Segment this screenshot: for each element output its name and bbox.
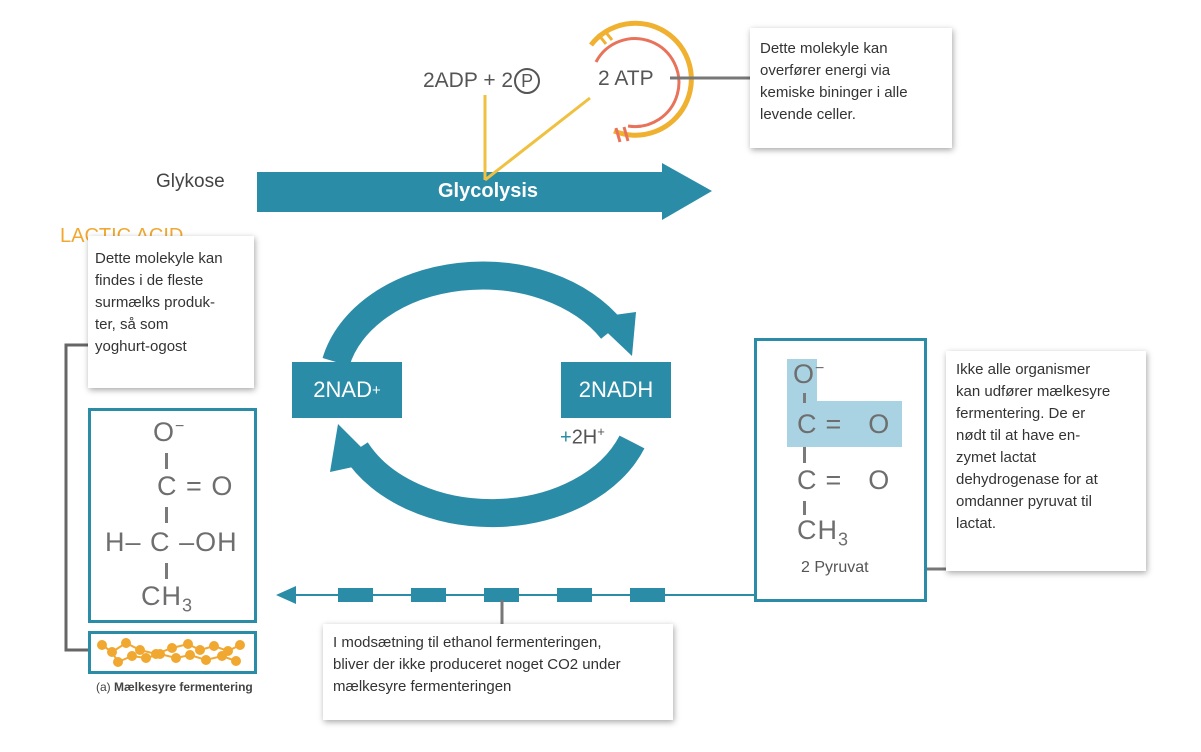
nadh-label: 2NADH bbox=[578, 377, 654, 402]
proton-label: +2H+ bbox=[560, 424, 605, 449]
pyruvate-highlight-2 bbox=[787, 401, 902, 447]
lactic-acid-structure: O− C = O H– C –OH CH3 bbox=[88, 408, 257, 623]
lactate-center: H– C –OH bbox=[105, 527, 238, 557]
lactate-methyl: CH3 bbox=[141, 581, 194, 616]
nad-box: 2NAD+ bbox=[292, 362, 402, 418]
proton-plus: + bbox=[560, 426, 572, 449]
co2-callout: I modsætning til ethanol fermenteringen,… bbox=[323, 624, 673, 720]
pyruvate-o-minus: O− bbox=[793, 359, 826, 389]
nad-cycle bbox=[322, 261, 645, 528]
adp-label: 2ADP + 2 bbox=[423, 69, 514, 92]
lactate-o-minus: O− bbox=[153, 417, 186, 447]
lactate-carbonyl: C = O bbox=[157, 471, 234, 501]
lactic-bracket bbox=[64, 343, 88, 652]
nad-label: 2NAD bbox=[313, 377, 372, 402]
pyruvate-label: 2 Pyruvat bbox=[801, 559, 869, 576]
pyruvate-methyl: CH3 bbox=[797, 515, 850, 550]
atp-connector-lines bbox=[483, 95, 591, 182]
pyruvate-c1: C=O bbox=[797, 409, 891, 439]
glucose-label: Glykose bbox=[156, 171, 225, 192]
pyruvate-structure: O− C=O C=O CH3 2 Pyruvat bbox=[754, 338, 927, 602]
phosphate-icon: P bbox=[514, 68, 541, 94]
pyruvate-c2: C=O bbox=[797, 465, 891, 495]
fermentation-return-arrow bbox=[276, 586, 755, 604]
glycolysis-label: Glycolysis bbox=[438, 180, 539, 202]
glycolysis-arrow bbox=[257, 163, 712, 220]
nad-charge: + bbox=[371, 381, 381, 399]
proton-charge: + bbox=[597, 424, 605, 439]
nadh-box: 2NADH bbox=[561, 362, 671, 418]
lactic-caption: (a) Mælkesyre fermentering bbox=[96, 680, 253, 694]
atp-label: 2 ATP bbox=[598, 67, 654, 90]
polymer-chain-icon bbox=[97, 638, 245, 667]
polymer-frame bbox=[88, 631, 257, 674]
